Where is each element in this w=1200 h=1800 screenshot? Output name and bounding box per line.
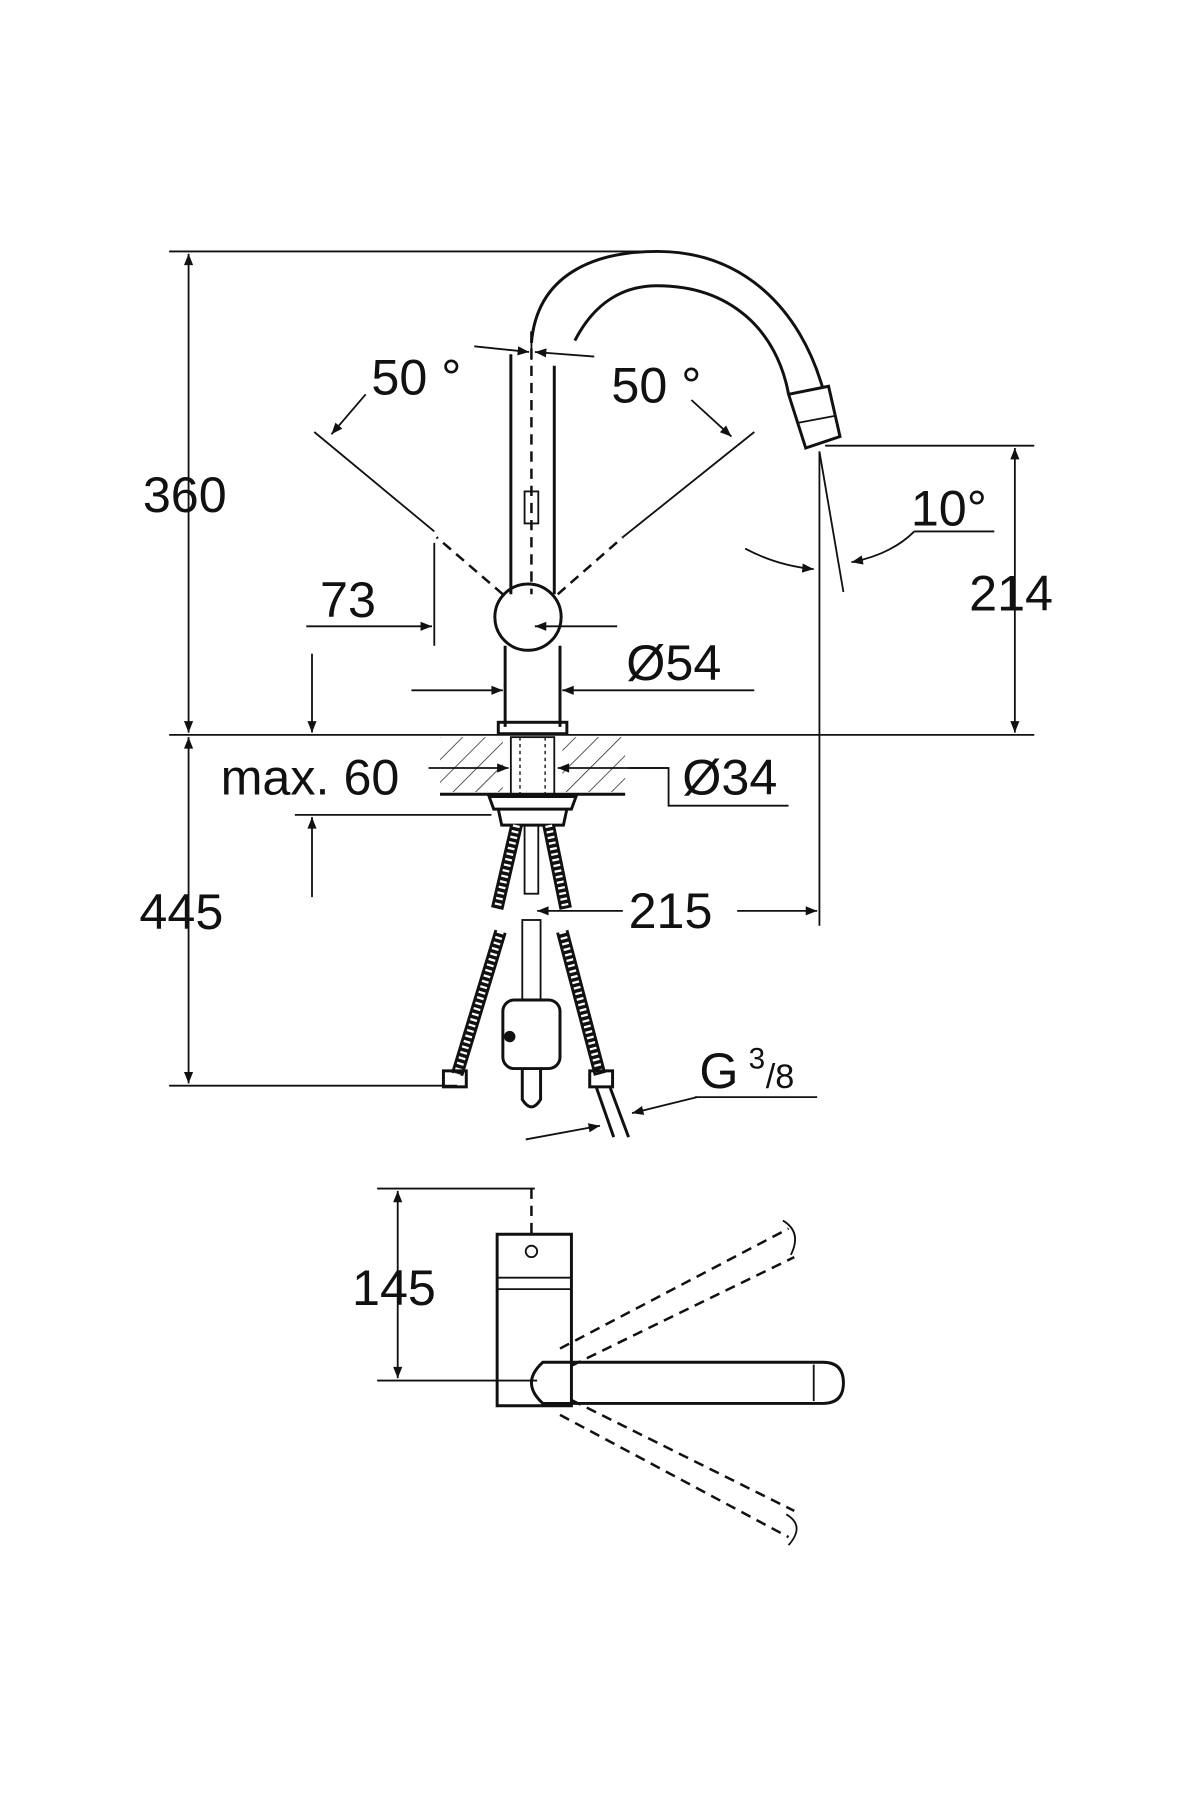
angle-top-right-arrow	[534, 348, 595, 358]
aerator-line	[797, 415, 835, 424]
dimension-73-label: 73	[320, 571, 376, 628]
top-view-body	[495, 1232, 573, 1408]
spout-inner	[573, 284, 791, 395]
thread-left-arrow	[525, 1123, 601, 1141]
thread-denominator: /8	[766, 1058, 795, 1096]
top-view-spout	[529, 1360, 845, 1405]
spray-angle-line	[818, 451, 845, 593]
mixer-ball	[493, 582, 563, 652]
aerator	[786, 384, 842, 450]
angle-right-label: 50 °	[611, 356, 701, 413]
lever-upright	[523, 490, 540, 525]
thread-right-arrow	[631, 1096, 698, 1115]
dimension-445-label: 445	[139, 883, 223, 940]
worktop-hatch-right	[562, 737, 626, 792]
angle-left-arrow	[330, 393, 367, 435]
side-view: 360 445 50 ° 50 ° 73	[139, 249, 1053, 1141]
lever-left-dashed	[435, 536, 504, 596]
lever-left-angle-line	[313, 431, 435, 533]
lever-right-dashed	[556, 536, 624, 596]
max-60-label: max. 60	[221, 748, 400, 805]
angle-left-label: 50 °	[371, 348, 461, 405]
angle-top-left-arrow	[474, 345, 530, 356]
top-view: 145	[352, 1187, 845, 1546]
spout-swivel-left-upper	[559, 1227, 790, 1350]
body-base	[496, 720, 569, 736]
mounting-nut	[487, 795, 579, 827]
lever-right-angle-line	[622, 431, 755, 538]
angle-right-arrow	[690, 399, 733, 438]
spout-swivel-right-lower	[559, 1413, 790, 1539]
spout-swivel-right-upper	[570, 1398, 795, 1512]
dimension-360-label: 360	[143, 466, 227, 523]
mounting-shank	[509, 736, 556, 798]
thread-g-label: G	[699, 1042, 738, 1099]
swivel-end-upper	[782, 1219, 796, 1256]
diameter-54-label: Ø54	[626, 634, 721, 691]
dimension-214-label: 214	[969, 564, 1053, 621]
dimension-145-label: 145	[352, 1259, 436, 1316]
diameter-34-label: Ø34	[682, 748, 777, 805]
swivel-end-lower	[785, 1513, 798, 1546]
supply-hoses	[441, 823, 630, 1138]
thread-numerator: 3	[749, 1043, 766, 1076]
worktop-hatch-left	[440, 737, 503, 792]
dimension-215-label: 215	[629, 882, 713, 939]
spout-swivel-left-lower	[570, 1256, 795, 1367]
spout-outer	[529, 249, 825, 389]
top-view-lever-pin	[524, 1244, 539, 1259]
angle-10-left-arrow	[744, 547, 814, 573]
check-valve	[501, 919, 562, 1109]
diameter-34-leader	[628, 767, 789, 807]
angle-10-right-arrow	[851, 530, 915, 565]
angle-10-label: 10°	[911, 480, 987, 537]
